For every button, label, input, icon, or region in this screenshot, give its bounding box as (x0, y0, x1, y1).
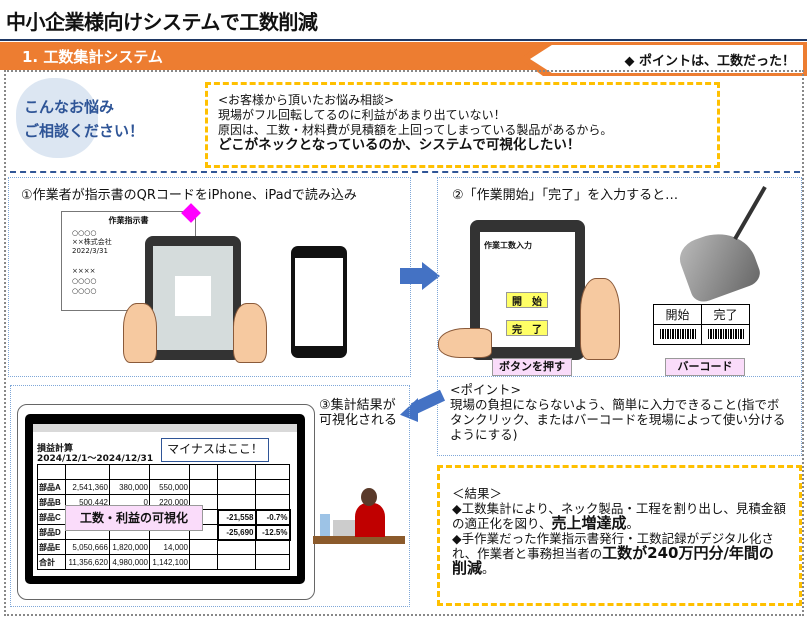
minus-cell: -12.5% (254, 523, 291, 541)
cloud-shape (16, 78, 98, 158)
result-highlight: 売上増達成 (551, 514, 627, 532)
separator (10, 171, 800, 173)
cell: 550,000 (149, 479, 190, 495)
result-text: 。 (626, 516, 640, 531)
result-heading: ＜結果＞ (452, 486, 503, 501)
barcode-icon (659, 328, 696, 339)
start-button[interactable]: 開 始 (506, 292, 548, 308)
cell: 380,000 (109, 479, 150, 495)
barcode-label: バーコード (665, 358, 745, 376)
cell: 14,000 (149, 539, 190, 555)
doc-row: ××株式会社 (72, 238, 112, 246)
office-worker-icon (355, 503, 385, 537)
section-band (0, 42, 545, 70)
barcode-finish-header: 完了 (701, 304, 750, 325)
doc-title: 作業指示書 (108, 216, 149, 225)
row-label: 部品D (37, 524, 66, 540)
hand-icon (123, 303, 157, 363)
point-banner: ◆ ポイントは、工数だった！ (530, 45, 803, 73)
qr-code-icon (175, 276, 211, 316)
arrow-right-icon (400, 268, 424, 284)
minus-cell: -21,558 (216, 508, 257, 526)
step2-title: ②「作業開始」「完了」を入力すると… (452, 188, 679, 203)
minus-cell: -25,690 (216, 523, 257, 541)
row-label: 合計 (37, 554, 66, 570)
row-label: 部品B (37, 494, 66, 510)
title-divider (0, 39, 807, 41)
callout-minus: マイナスはここ！ (161, 438, 269, 462)
consultation-box: <お客様から頂いたお悩み相談> 現場がフル回転してるのに利益があまり出ていない！… (205, 82, 720, 168)
cell: 2,541,360 (65, 479, 110, 495)
step3-title-2: 可視化される (319, 413, 398, 428)
result-box: ＜結果＞ ◆工数集計により、ネック製品・工程を割り出し、見積金額の適正化を図り、… (437, 465, 802, 606)
sheet-title: 損益計算 (37, 444, 74, 454)
cell: 11,356,620 (65, 554, 110, 570)
press-button-label: ボタンを押す (492, 358, 572, 376)
doc-row: ○○○○ (72, 229, 97, 237)
row-label: 部品C (37, 509, 66, 525)
sheet-period: 2024/12/1～2024/12/31 (37, 454, 154, 464)
point-heading: <ポイント> (450, 382, 521, 397)
point-box: <ポイント> 現場の負担にならないよう、簡単に入力できること(指でボタンクリック… (437, 380, 802, 456)
result-text: ◆手作業だった作業指示書発行・工数記録がデジタル化され、作業者と事務担当者の (452, 531, 774, 561)
step1-panel: ①作業者が指示書のQRコードをiPhone、iPadで読み込み 作業指示書 ○○… (8, 177, 411, 377)
result-highlight: 工数が240万円分/年間の削減 (452, 544, 774, 577)
content-frame (4, 70, 804, 616)
screen-title: 作業工数入力 (484, 241, 532, 250)
result-text: 。 (482, 561, 495, 576)
doc-cell: ○○○○ (72, 277, 97, 285)
cell: 4,980,000 (109, 554, 150, 570)
result-text: ◆工数集計により、ネック製品・工程を割り出し、見積金額の適正化を図り、 (452, 501, 786, 531)
smartphone-icon (291, 246, 347, 358)
hand-icon (580, 278, 620, 360)
barcode-table: 開始完了 (653, 304, 750, 345)
cloud-line-1: こんなお悩み (24, 98, 115, 116)
doc-row: 2022/3/31 (72, 247, 108, 255)
consultation-heading: <お客様から頂いたお悩み相談> (218, 93, 395, 107)
laptop-icon (333, 520, 355, 536)
worker-head (361, 488, 377, 506)
point-body: 現場の負担にならないよう、簡単に入力できること(指でボタンクリック、またはバーコ… (450, 397, 786, 442)
consultation-line-2: 原因は、工数・材料費が見積額を上回ってしまっている製品があるから。 (218, 123, 613, 137)
cell: 1,142,100 (149, 554, 190, 570)
cell: 1,820,000 (109, 539, 150, 555)
step2-panel: ②「作業開始」「完了」を入力すると… 作業工数入力 開 始 完 了 ボタンを押す… (437, 177, 802, 377)
binder-icon (320, 514, 330, 536)
cloud-line-2: ご相談ください！ (24, 122, 145, 140)
step3-title: ③集計結果が可視化される (319, 398, 397, 428)
visualization-label: 工数・利益の可視化 (65, 505, 203, 531)
result-item-1: ◆工数集計により、ネック製品・工程を割り出し、見積金額の適正化を図り、売上増達成… (452, 501, 787, 531)
minus-cell: -0.7% (254, 508, 291, 526)
cell: 5,050,666 (65, 539, 110, 555)
barcode-scanner-icon (674, 222, 764, 306)
desk-icon (313, 536, 405, 544)
pointing-hand-icon (438, 328, 492, 358)
consultation-line-3: どこがネックとなっているのか、システムで可視化したい！ (218, 137, 581, 153)
result-item-2: ◆手作業だった作業指示書発行・工数記録がデジタル化され、作業者と事務担当者の工数… (452, 531, 787, 576)
barcode-start-header: 開始 (653, 304, 702, 325)
consultation-line-1: 現場がフル回転してるのに利益があまり出ていない！ (218, 108, 506, 122)
step3-title-1: ③集計結果が (319, 398, 396, 413)
tablet-icon (145, 236, 241, 360)
tablet-icon: 作業工数入力 開 始 完 了 (470, 220, 585, 360)
step1-title: ①作業者が指示書のQRコードをiPhone、iPadで読み込み (21, 188, 357, 203)
page-title: 中小企業様向けシステムで工数削減 (6, 10, 318, 34)
barcode-icon (707, 328, 744, 339)
finish-button[interactable]: 完 了 (506, 320, 548, 336)
scanner-cable (733, 186, 767, 240)
row-label: 部品A (37, 479, 66, 495)
section-title: 1. 工数集計システム (22, 48, 163, 66)
hand-icon (233, 303, 267, 363)
doc-cell: ○○○○ (72, 287, 97, 295)
speech-bubble (17, 404, 315, 600)
doc-cell: ×××× (72, 267, 96, 275)
cloud-text: こんなお悩みご相談ください！ (24, 95, 144, 143)
row-label: 部品E (37, 539, 66, 555)
